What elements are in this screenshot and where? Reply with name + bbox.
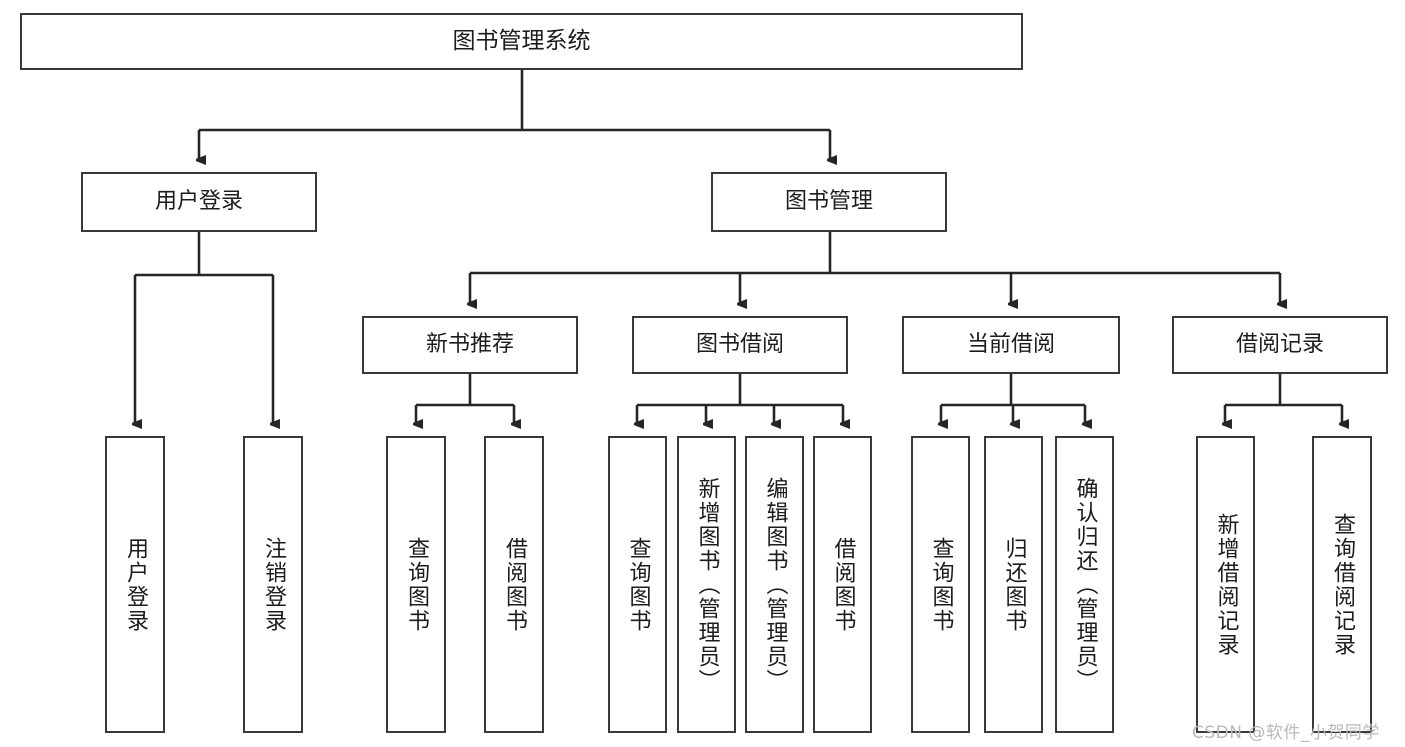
leaf-edit-book-admin-label: 编辑图书（管理员） bbox=[762, 476, 788, 693]
leaf-confirm-return-admin[interactable]: 确认归还（管理员） bbox=[1055, 436, 1114, 733]
node-borrow-record[interactable]: 借阅记录 bbox=[1172, 316, 1388, 374]
node-user-login[interactable]: 用户登录 bbox=[81, 172, 317, 232]
leaf-return-book-label: 归还图书 bbox=[1001, 536, 1027, 633]
leaf-return-book[interactable]: 归还图书 bbox=[984, 436, 1043, 733]
leaf-borrow-book-label: 借阅图书 bbox=[830, 536, 856, 633]
node-new-book-recommend[interactable]: 新书推荐 bbox=[362, 316, 578, 374]
leaf-query-book-borrow[interactable]: 查询图书 bbox=[608, 436, 667, 733]
node-borrow-record-label: 借阅记录 bbox=[1235, 332, 1324, 358]
leaf-borrow-book-recommend-label: 借阅图书 bbox=[502, 536, 527, 633]
node-book-manage-label: 图书管理 bbox=[784, 189, 873, 215]
leaf-query-borrow-record[interactable]: 查询借阅记录 bbox=[1312, 436, 1372, 733]
leaf-query-book-current-label: 查询图书 bbox=[928, 536, 954, 633]
node-current-borrow-label: 当前借阅 bbox=[966, 332, 1055, 358]
node-book-borrow-label: 图书借阅 bbox=[695, 332, 784, 358]
leaf-query-book-recommend-label: 查询图书 bbox=[404, 536, 429, 633]
leaf-user-login-label: 用户登录 bbox=[123, 536, 148, 633]
node-book-manage[interactable]: 图书管理 bbox=[711, 172, 947, 232]
leaf-add-borrow-record[interactable]: 新增借阅记录 bbox=[1196, 436, 1255, 733]
leaf-add-book-admin-label: 新增图书（管理员） bbox=[694, 476, 720, 693]
node-current-borrow[interactable]: 当前借阅 bbox=[902, 316, 1120, 374]
node-new-book-recommend-label: 新书推荐 bbox=[425, 332, 514, 358]
node-book-borrow[interactable]: 图书借阅 bbox=[632, 316, 848, 374]
leaf-logout[interactable]: 注销登录 bbox=[243, 436, 303, 733]
leaf-query-book-borrow-label: 查询图书 bbox=[625, 536, 651, 633]
leaf-user-login[interactable]: 用户登录 bbox=[105, 436, 165, 733]
node-root-label: 图书管理系统 bbox=[452, 27, 591, 54]
leaf-borrow-book-recommend[interactable]: 借阅图书 bbox=[484, 436, 544, 733]
node-root[interactable]: 图书管理系统 bbox=[20, 13, 1023, 70]
leaf-add-borrow-record-label: 新增借阅记录 bbox=[1213, 512, 1239, 657]
node-user-login-label: 用户登录 bbox=[154, 189, 243, 215]
csdn-watermark: CSDN @软件_小贺同学 bbox=[1192, 723, 1380, 743]
leaf-query-borrow-record-label: 查询借阅记录 bbox=[1330, 512, 1355, 657]
leaf-borrow-book[interactable]: 借阅图书 bbox=[813, 436, 872, 733]
leaf-confirm-return-admin-label: 确认归还（管理员） bbox=[1072, 476, 1098, 693]
leaf-query-book-current[interactable]: 查询图书 bbox=[911, 436, 970, 733]
leaf-add-book-admin[interactable]: 新增图书（管理员） bbox=[677, 436, 736, 733]
leaf-query-book-recommend[interactable]: 查询图书 bbox=[386, 436, 446, 733]
leaf-logout-label: 注销登录 bbox=[261, 536, 286, 633]
leaf-edit-book-admin[interactable]: 编辑图书（管理员） bbox=[745, 436, 804, 733]
